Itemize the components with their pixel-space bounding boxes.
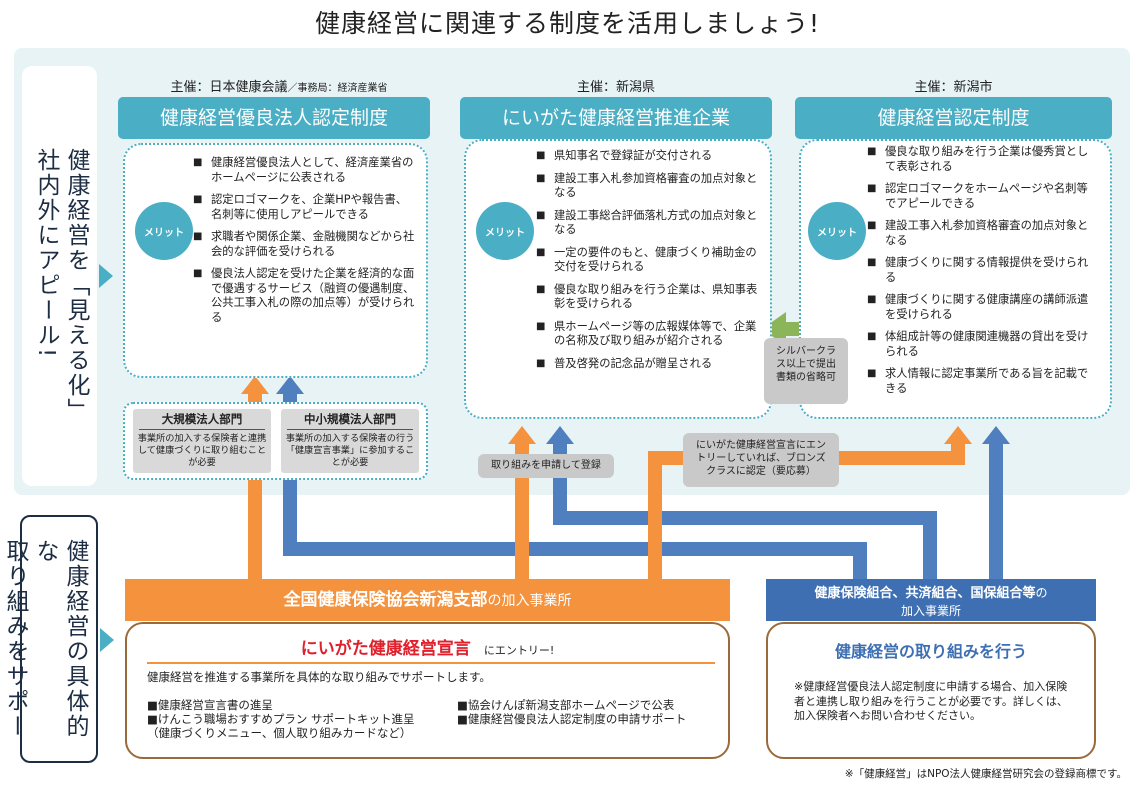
footnote: ※「健康経営」はNPO法人健康経営研究会の登録商標です。 [844, 768, 1127, 780]
merit-3-item: 求人情報に認定事業所である旨を記載できる [867, 367, 1097, 396]
corp-type-large: 大規模法人部門 事業所の加入する保険者と連携して健康づくりに取り組むことが必要 [133, 409, 271, 473]
merit-box-3: メリット 優良な取り組みを行う企業は優秀賞として表彰される 認定ロゴマークをホー… [799, 139, 1112, 419]
merit-2-item: 一定の要件のもと、健康づくり補助金の交付を受けられる [536, 246, 758, 275]
union-box: 健康経営の取り組みを行う ※健康経営優良法人認定制度に申請する場合、加入保険者と… [766, 622, 1096, 759]
corp-type-small-desc: 事業所の加入する保険者の行う「健康宣言事業」に参加することが必要 [285, 433, 415, 468]
kyokai-col1-item: ■健康経営宣言書の進呈 [147, 698, 273, 712]
left-label-top: 健康経営を「見える化」 社内外にアピール! [33, 148, 89, 423]
blue-line-2 [553, 442, 937, 580]
merit-1-item: 優良法人認定を受けた企業を経済的な面で優遇するサービス（融資の優遇制度、公共工事… [193, 267, 417, 325]
declaration-underline [147, 662, 715, 664]
pointer-triangle-top [99, 264, 113, 288]
sponsor-2: 主催：新潟県 [576, 80, 655, 95]
kyokai-col1-item: ■けんこう職場おすすめプラン サポートキット進呈 [147, 712, 415, 726]
left-label-top-box: 健康経営を「見える化」 社内外にアピール! [22, 66, 97, 486]
merit-2-item: 優良な取り組みを行う企業は、県知事表彰を受けられる [536, 283, 758, 312]
merit-2-item: 建設工事総合評価落札方式の加点対象となる [536, 209, 758, 238]
merit-2-item: 普及啓発の記念品が贈呈される [536, 357, 758, 372]
sponsor-1: 主催：日本健康会議／事務局：経済産業省 [118, 76, 440, 95]
note-bronze: にいがた健康経営宣言にエントリーしていれば、ブロンズクラスに認定（要応募） [683, 433, 839, 487]
kyokai-col2-item: ■健康経営優良法人認定制度の申請サポート [457, 712, 687, 726]
kyokai-bar: 全国健康保険協会新潟支部の加入事業所 [125, 579, 730, 621]
kyokai-bar-rest: の加入事業所 [487, 593, 572, 609]
system-title-3: 健康経営認定制度 [795, 97, 1112, 139]
pointer-triangle-bottom [100, 628, 114, 652]
blue-arrow-head-1 [276, 376, 304, 394]
declaration-heading: にいがた健康経営宣言 にエントリー! [127, 634, 728, 659]
merit-2-item: 県知事名で登録証が交付される [536, 149, 758, 164]
kyokai-intro: 健康経営を推進する事業所を具体的な取り組みでサポートします。 [147, 670, 491, 684]
orange-arrow-head-2 [508, 426, 536, 444]
union-bar: 健康保険組合、共済組合、国保組合等の 加入事業所 [766, 579, 1096, 621]
merit-list-1: 健康経営優良法人として、経済産業省のホームページに公表される 認定ロゴマークを、… [193, 156, 417, 333]
merit-box-1: メリット 健康経営優良法人として、経済産業省のホームページに公表される 認定ロゴ… [123, 143, 428, 378]
merit-2-item: 県ホームページ等の広報媒体等で、企業の名称及び取り組みが紹介される [536, 320, 758, 349]
kyokai-col2-item: ■協会けんぽ新潟支部ホームページで公表 [457, 698, 675, 712]
note-register: 取り組みを申請して登録 [478, 454, 614, 478]
kyokai-col1-item: （健康づくりメニュー、個人取り組みカードなど） [147, 726, 412, 740]
kyokai-col2: ■協会けんぽ新潟支部ホームページで公表 ■健康経営優良法人認定制度の申請サポート [457, 698, 686, 726]
sponsor-1-main: 主催：日本健康会議 [170, 80, 288, 95]
corp-type-large-desc: 事業所の加入する保険者と連携して健康づくりに取り組むことが必要 [137, 433, 267, 468]
blue-arrow-head-3 [982, 426, 1010, 444]
merit-box-2: メリット 県知事名で登録証が交付される 建設工事入札参加資格審査の加点対象となる… [464, 139, 772, 419]
union-bar-line2: 加入事業所 [900, 604, 961, 618]
blue-arrow-head-2 [546, 426, 574, 444]
merit-badge-3: メリット [808, 202, 866, 260]
declaration-suffix: にエントリー! [483, 644, 555, 657]
orange-arrow-head-3 [944, 426, 972, 444]
merit-3-item: 優良な取り組みを行う企業は優秀賞として表彰される [867, 145, 1097, 174]
corp-type-small-title: 中小規模法人部門 [287, 409, 413, 430]
merit-1-item: 認定ロゴマークを、企業HPや報告書、名刺等に使用しアピールできる [193, 193, 417, 222]
merit-2-item: 建設工事入札参加資格審査の加点対象となる [536, 172, 758, 201]
corp-type-box: 大規模法人部門 事業所の加入する保険者と連携して健康づくりに取り組むことが必要 … [123, 402, 428, 480]
system-title-2: にいがた健康経営推進企業 [460, 97, 772, 139]
merit-badge-1: メリット [135, 202, 193, 260]
declaration-title: にいがた健康経営宣言 [300, 639, 471, 659]
merit-3-item: 体組成計等の健康関連機器の貸出を受けられる [867, 330, 1097, 359]
system-title-1: 健康経営優良法人認定制度 [118, 97, 430, 139]
merit-3-item: 健康づくりに関する情報提供を受けられる [867, 256, 1097, 285]
left-label-bottom-box: 健康経営の具体的な 取り組みをサポート [2, 515, 98, 763]
kyokai-bar-bold: 全国健康保険協会新潟支部 [283, 590, 488, 610]
merit-3-item: 建設工事入札参加資格審査の加点対象となる [867, 219, 1097, 248]
merit-list-2: 県知事名で登録証が交付される 建設工事入札参加資格審査の加点対象となる 建設工事… [536, 149, 758, 379]
note-silver: シルバークラス以上で提出書類の省略可 [764, 338, 848, 404]
page-title: 健康経営に関連する制度を活用しましょう! [314, 9, 821, 38]
sponsor-1-sub: ／事務局：経済産業省 [287, 83, 388, 94]
union-bar-line1: 健康保険組合、共済組合、国保組合等の [766, 583, 1096, 603]
merit-3-item: 認定ロゴマークをホームページや名刺等でアピールできる [867, 182, 1097, 211]
union-box-text: ※健康経営優良法人認定制度に申請する場合、加入保険者と連携し取り組みを行うことが… [794, 680, 1068, 722]
union-bar-rest: の [1035, 586, 1048, 600]
union-box-title: 健康経営の取り組みを行う [834, 642, 1027, 661]
left-label-bottom: 健康経営の具体的な 取り組みをサポート [2, 539, 88, 739]
union-bar-bold: 健康保険組合、共済組合、国保組合等 [814, 586, 1036, 601]
kyokai-col1: ■健康経営宣言書の進呈 ■けんこう職場おすすめプラン サポートキット進呈 （健康… [147, 698, 415, 740]
orange-arrow-head-1 [241, 376, 269, 394]
merit-badge-2: メリット [476, 202, 534, 260]
corp-type-large-title: 大規模法人部門 [139, 409, 265, 430]
merit-list-3: 優良な取り組みを行う企業は優秀賞として表彰される 認定ロゴマークをホームページや… [867, 145, 1097, 404]
sponsor-3: 主催：新潟市 [914, 80, 993, 95]
merit-3-item: 健康づくりに関する健康講座の講師派遣を受けられる [867, 293, 1097, 322]
kyokai-box: にいがた健康経営宣言 にエントリー! 健康経営を推進する事業所を具体的な取り組み… [125, 622, 730, 759]
corp-type-small: 中小規模法人部門 事業所の加入する保険者の行う「健康宣言事業」に参加することが必… [281, 409, 419, 473]
merit-1-item: 求職者や関係企業、金融機関などから社会的な評価を受けられる [193, 230, 417, 259]
merit-1-item: 健康経営優良法人として、経済産業省のホームページに公表される [193, 156, 417, 185]
